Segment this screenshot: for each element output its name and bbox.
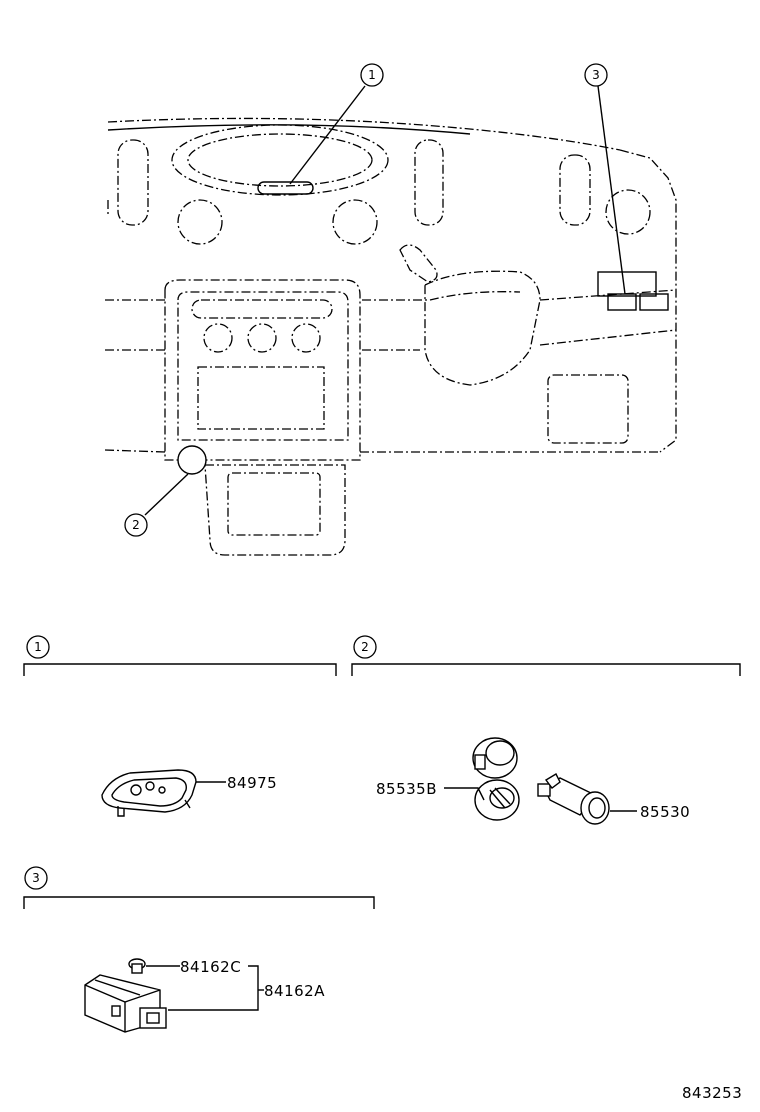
callout-2: 2: [124, 513, 148, 537]
part-number-85530: 85530: [640, 803, 690, 821]
section-1-bracket: [23, 663, 337, 676]
svg-text:2: 2: [132, 518, 140, 532]
section-2-bracket: [351, 663, 741, 676]
callout-1: 1: [360, 63, 384, 87]
switch-knob-part: [128, 958, 146, 974]
cigarette-lighter-ring-part: [472, 737, 520, 821]
illustration-number: 843253: [682, 1084, 742, 1102]
part-number-84162A: 84162A: [264, 982, 325, 1000]
cigarette-lighter-socket-part: [537, 773, 610, 825]
section-2-number: 2: [361, 640, 369, 654]
leader-line-2: [144, 473, 189, 516]
assembly-bracket: [168, 965, 259, 1011]
section-1: 1 84975: [23, 635, 337, 817]
meter-cover-part: [101, 769, 197, 817]
svg-text:1: 1: [368, 68, 376, 82]
part-number-84975: 84975: [227, 774, 277, 792]
section-2: 2 85535B 85530: [351, 635, 741, 825]
section-3-number: 3: [32, 871, 40, 885]
dashboard-illustration: [104, 85, 677, 556]
part-number-85535B: 85535B: [376, 780, 437, 798]
svg-text:3: 3: [592, 68, 600, 82]
section-1-number: 1: [34, 640, 42, 654]
part-number-84162C: 84162C: [180, 958, 241, 976]
leader-line-3: [597, 85, 626, 295]
callout-3: 3: [584, 63, 608, 87]
section-3: 3 84162C 84162A: [23, 866, 375, 1033]
section-3-bracket: [23, 896, 375, 909]
switch-assembly-part: [84, 974, 167, 1033]
leader-line-1: [289, 85, 366, 185]
